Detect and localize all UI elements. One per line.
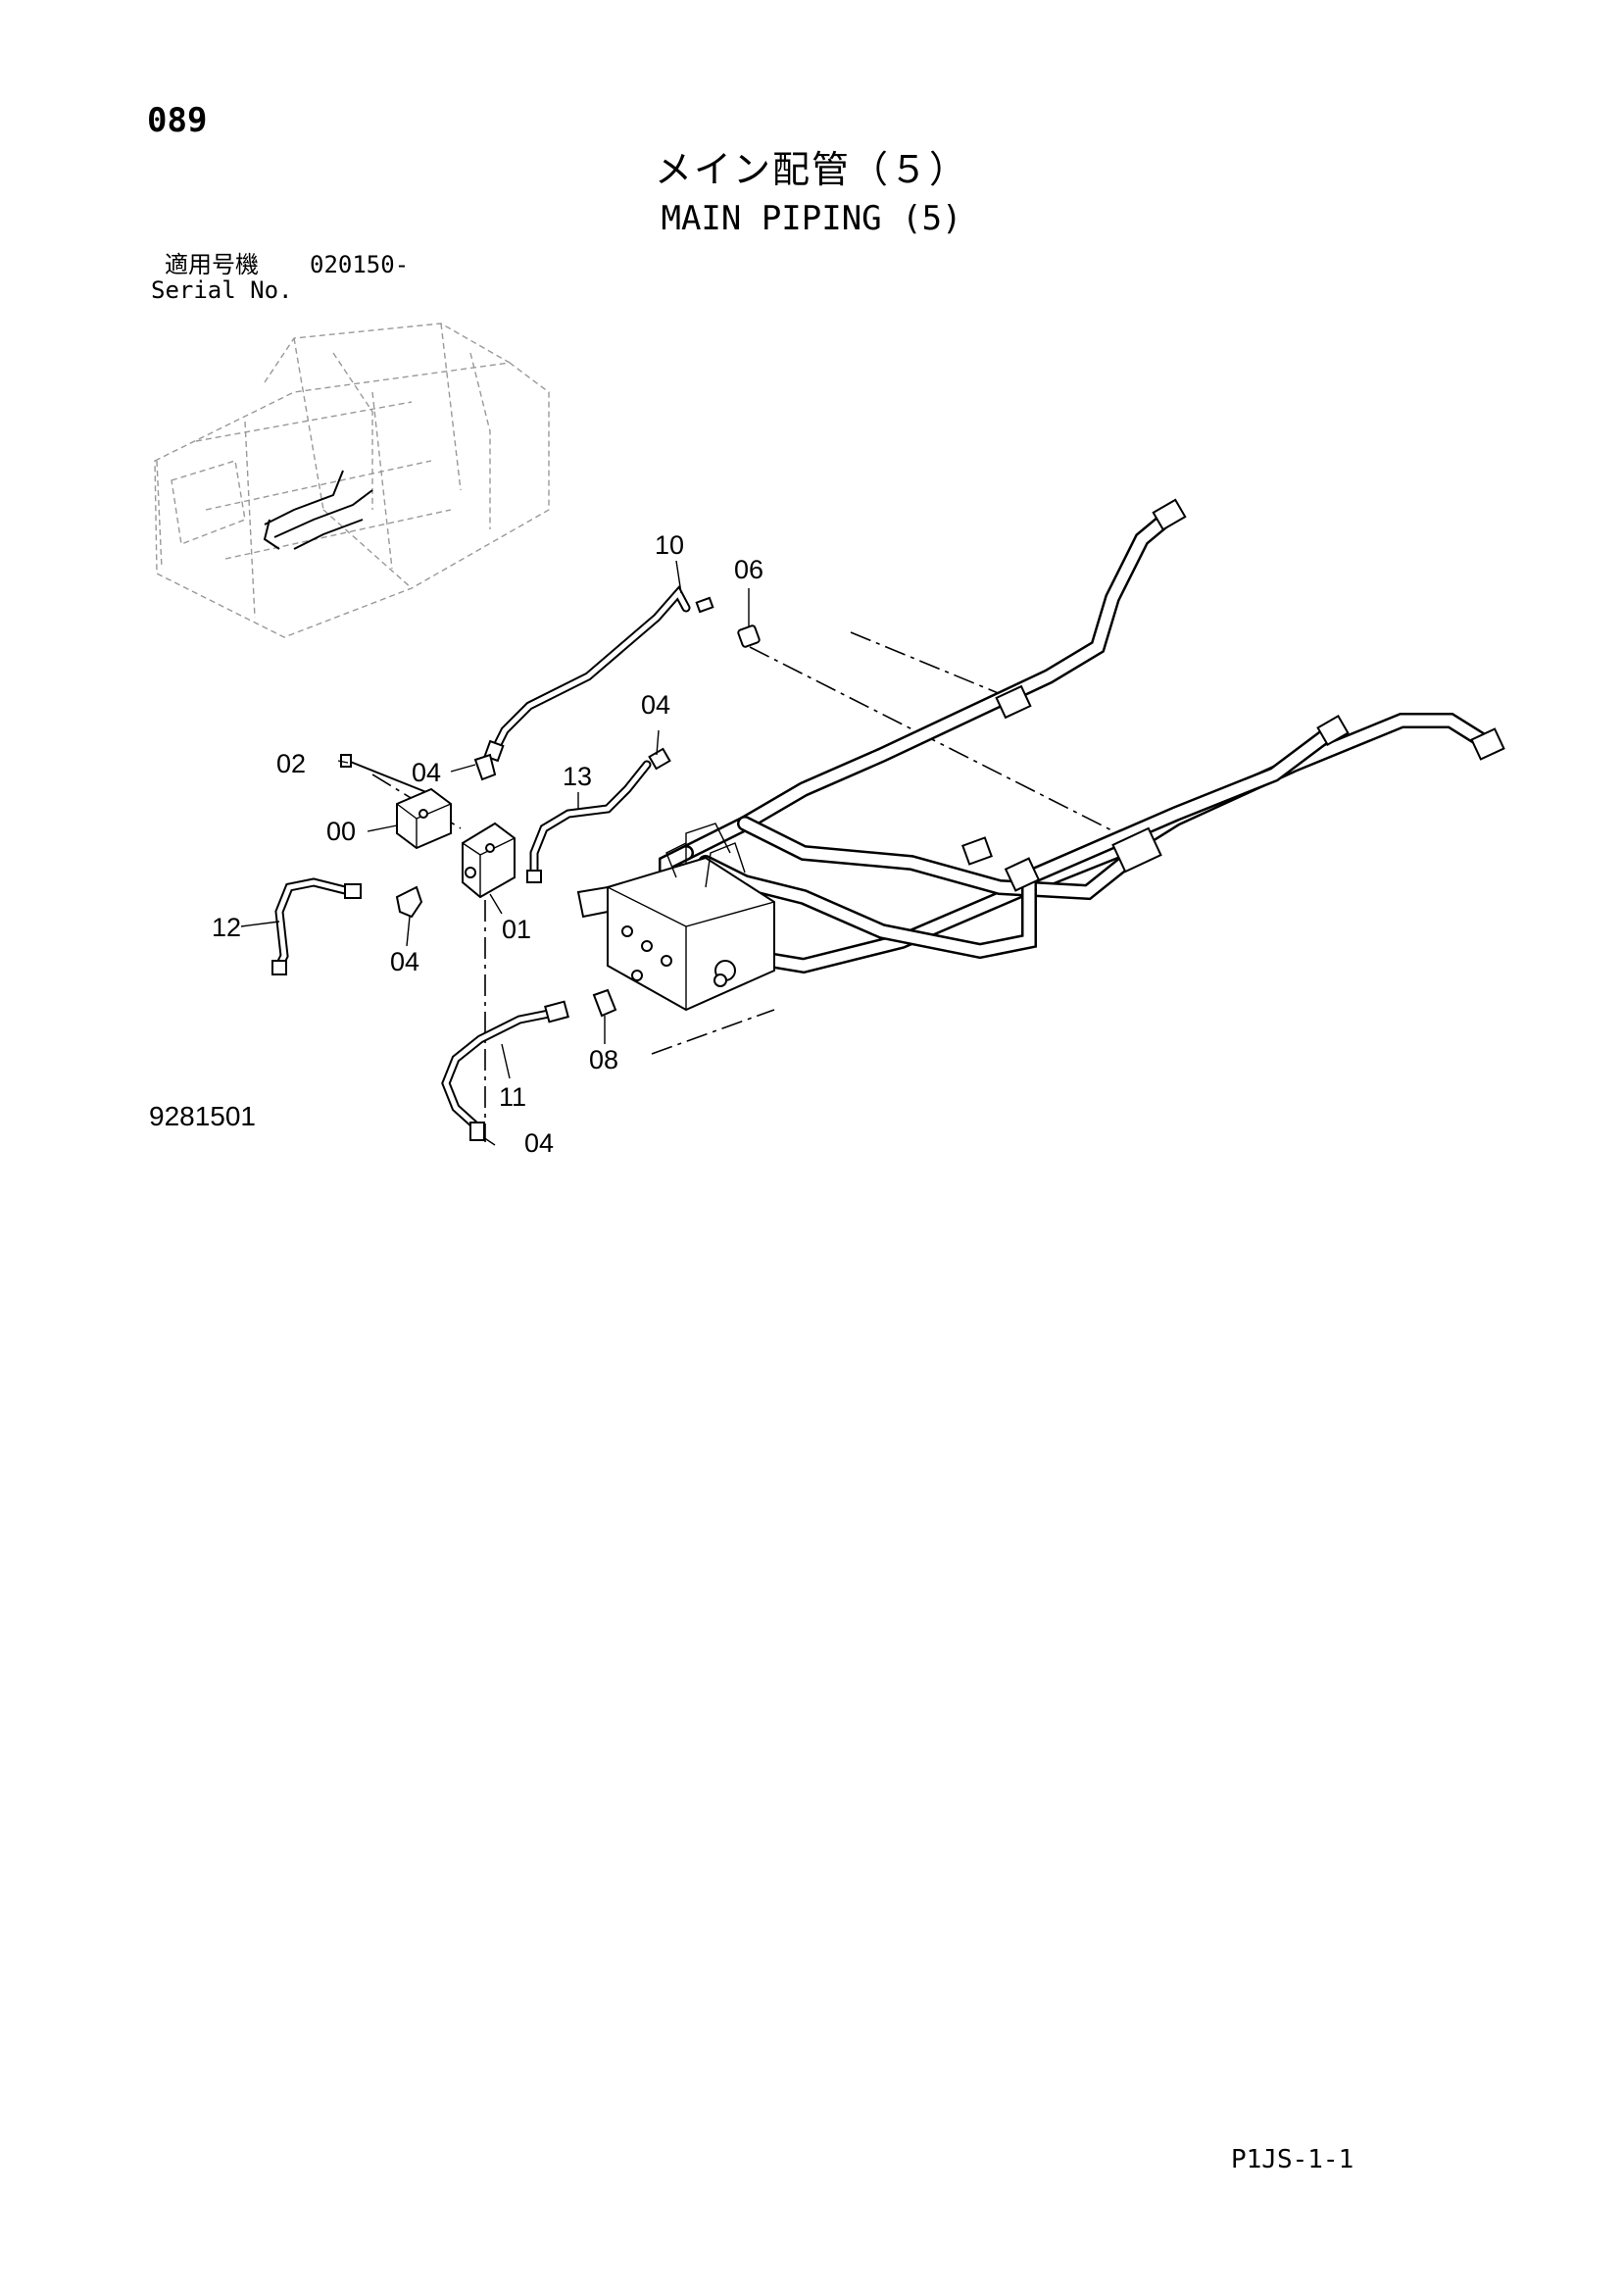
callout-00: 00 bbox=[326, 817, 356, 846]
title-english: MAIN PIPING (5) bbox=[661, 199, 962, 238]
callout-04-bottom: 04 bbox=[524, 1128, 554, 1158]
callout-04-top: 04 bbox=[641, 690, 670, 720]
callout-labels: 10 06 04 02 04 13 00 12 01 04 08 11 04 bbox=[212, 530, 763, 1158]
callout-08: 08 bbox=[589, 1045, 618, 1074]
callout-01: 01 bbox=[502, 915, 531, 944]
serial-number-value: 020150- bbox=[310, 251, 410, 278]
figure-number: 9281501 bbox=[149, 1101, 257, 1131]
fitting-06 bbox=[737, 624, 761, 648]
hose-10 bbox=[483, 585, 714, 763]
hose-11 bbox=[441, 1000, 569, 1141]
title-japanese: メイン配管（５） bbox=[654, 148, 968, 191]
valve-00 bbox=[396, 787, 452, 850]
callout-12: 12 bbox=[212, 913, 241, 942]
callout-10: 10 bbox=[655, 530, 684, 560]
callout-02: 02 bbox=[276, 749, 306, 778]
elbow-04-a bbox=[473, 753, 497, 781]
callout-04-left: 04 bbox=[412, 758, 441, 787]
callout-13: 13 bbox=[563, 762, 592, 791]
callout-04-mid: 04 bbox=[390, 947, 419, 976]
serial-label-japanese: 適用号機 bbox=[165, 251, 259, 278]
callout-11: 11 bbox=[499, 1082, 526, 1112]
page-code: P1JS-1-1 bbox=[1231, 2145, 1354, 2174]
elbow-04-c bbox=[395, 885, 423, 919]
block-01 bbox=[462, 822, 516, 899]
callout-06: 06 bbox=[734, 555, 763, 584]
serial-label-english: Serial No. bbox=[151, 276, 293, 304]
leader-lines bbox=[240, 560, 750, 1146]
adapter-08 bbox=[592, 988, 617, 1018]
page-number: 089 bbox=[147, 101, 208, 140]
hose-13 bbox=[526, 747, 671, 883]
machine-overview-sketch bbox=[154, 323, 550, 638]
control-valve bbox=[576, 823, 775, 1012]
hose-12 bbox=[271, 877, 362, 975]
main-pipes bbox=[659, 498, 1505, 974]
